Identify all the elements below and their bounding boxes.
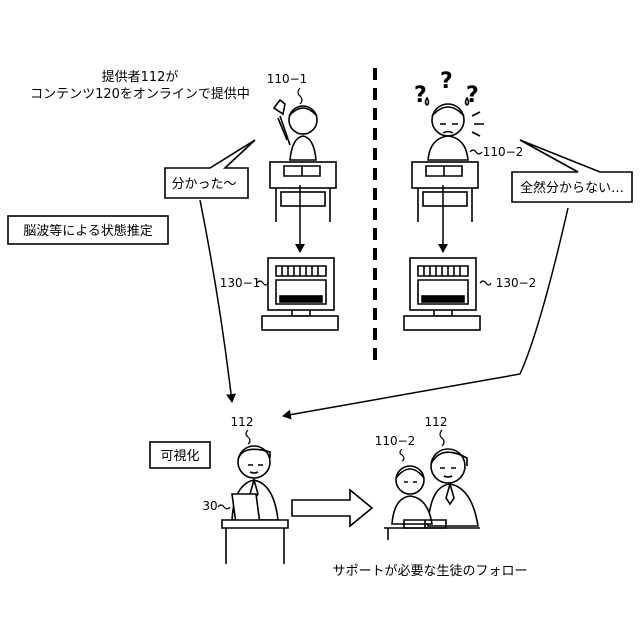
question-mark-3: ? xyxy=(466,83,479,108)
estimation-box: 脳波等による状態推定 xyxy=(8,216,168,244)
student-right xyxy=(412,98,484,222)
monitor-left xyxy=(262,258,338,330)
follow-student-leader xyxy=(400,449,404,461)
provider-table xyxy=(222,520,288,528)
monitor-right xyxy=(404,258,480,330)
tablet-leader xyxy=(218,505,230,509)
provider-caption-line1: 提供者112が xyxy=(102,69,179,85)
provider-figure xyxy=(222,446,288,564)
question-mark-2: ? xyxy=(440,69,453,94)
student-left-ref: 110−1 xyxy=(267,72,308,86)
bubble-left: 分かった〜 xyxy=(165,140,255,198)
student-right-leader xyxy=(470,150,482,154)
tablet-ref: 30 xyxy=(202,499,217,513)
question-mark-1: ? xyxy=(414,83,427,108)
provider-caption-line2: コンテンツ120をオンラインで提供中 xyxy=(30,86,250,102)
follow-student-head xyxy=(396,466,424,494)
arrow-bubble-left-to-provider xyxy=(200,200,232,402)
student-left xyxy=(270,100,336,222)
bubble-left-text: 分かった〜 xyxy=(171,177,236,192)
follow-student-ref: 110−2 xyxy=(375,434,416,448)
arrow-bubble-right-to-provider xyxy=(283,208,568,416)
bubble-right: 全然分からない… xyxy=(512,140,632,202)
follow-arrow xyxy=(292,490,372,526)
follow-scene xyxy=(384,449,480,540)
student-left-head xyxy=(289,106,317,134)
question-marks: ? ? ? xyxy=(414,69,479,108)
follow-provider-leader xyxy=(440,430,444,446)
provider-ref: 112 xyxy=(231,415,254,429)
student-left-leader xyxy=(298,88,302,104)
monitor-right-ref: 130−2 xyxy=(496,276,537,290)
estimation-box-text: 脳波等による状態推定 xyxy=(23,223,153,239)
visualize-box: 可視化 xyxy=(150,442,210,468)
follow-caption: サポートが必要な生徒のフォロー xyxy=(332,564,527,579)
visualize-box-text: 可視化 xyxy=(160,449,199,464)
raised-hand xyxy=(274,100,287,140)
monitor-left-ref: 130−1 xyxy=(220,276,261,290)
monitor-right-leader xyxy=(480,281,491,285)
provider-caption: 提供者112が コンテンツ120をオンラインで提供中 xyxy=(30,69,250,102)
student-right-ref: 110−2 xyxy=(483,145,524,159)
follow-provider-ref: 112 xyxy=(425,415,448,429)
bubble-right-text: 全然分からない… xyxy=(520,180,624,196)
provider-leader xyxy=(246,430,250,444)
